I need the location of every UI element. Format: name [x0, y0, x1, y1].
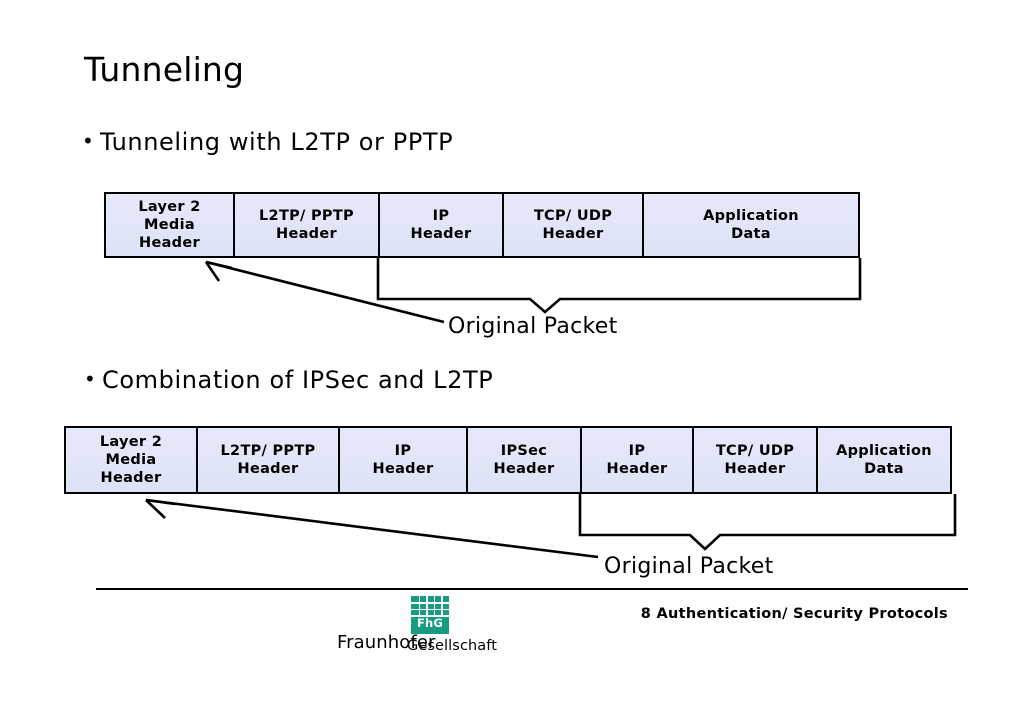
cell-line: Media [105, 451, 157, 468]
fraunhofer-logo: FhG Fraunhofer Gesellschaft [337, 596, 537, 656]
packet-cell-ip-header-inner: IP Header [582, 428, 694, 492]
original-packet-bracket-2 [578, 494, 957, 551]
brand-gesellschaft: Gesellschaft [407, 638, 498, 654]
bullet-marker-icon: • [84, 367, 97, 391]
cell-line: IP [394, 442, 412, 459]
original-packet-caption-1: Original Packet [448, 314, 618, 339]
packet-diagram-2: Layer 2 Media Header L2TP/ PPTP Header I… [64, 426, 952, 494]
packet-cell-l2tp-pptp-header: L2TP/ PPTP Header [198, 428, 340, 492]
cell-line: Header [276, 226, 337, 242]
cell-line: L2TP/ PPTP [220, 442, 316, 459]
packet-cell-layer2-media-header: Layer 2 Media Header [106, 194, 235, 256]
original-packet-bracket-1 [376, 258, 862, 314]
cell-line: IP [432, 207, 450, 224]
bullet-label-2: Combination of IPSec and L2TP [102, 366, 494, 394]
packet-cell-application-data: Application Data [644, 194, 858, 256]
packet-cell-ip-header: IP Header [380, 194, 504, 256]
cell-line: Header [724, 461, 786, 477]
cell-line: Header [237, 461, 299, 477]
packet-cell-tcp-udp-header: TCP/ UDP Header [694, 428, 818, 492]
cell-line: Application [703, 207, 799, 224]
cell-line: Media [144, 216, 195, 233]
cell-line: Header [372, 461, 434, 477]
original-packet-caption-2: Original Packet [604, 554, 774, 579]
packet-cell-ipsec-header: IPSec Header [468, 428, 582, 492]
cell-line: Header [139, 235, 200, 252]
cell-line: Header [542, 226, 604, 242]
cell-line: L2TP/ PPTP [259, 207, 354, 224]
cell-line: TCP/ UDP [533, 207, 613, 224]
footer-note: 8 Authentication/ Security Protocols [640, 606, 948, 622]
cell-line: Data [864, 461, 904, 477]
cell-line: Header [100, 470, 162, 487]
packet-cell-application-data: Application Data [818, 428, 950, 492]
packet-cell-ip-header-outer: IP Header [340, 428, 468, 492]
cell-line: IPSec [500, 442, 548, 459]
cell-line: Header [493, 461, 555, 477]
packet-cell-layer2-media-header: Layer 2 Media Header [66, 428, 198, 492]
bullet-item-1: •Tunneling with L2TP or PPTP [82, 128, 453, 156]
fhg-mark-icon: FhG [411, 596, 449, 634]
bullet-label-1: Tunneling with L2TP or PPTP [100, 128, 454, 156]
packet-cell-tcp-udp-header: TCP/ UDP Header [504, 194, 644, 256]
footer-divider [96, 588, 968, 590]
fhg-mark-label: FhG [416, 616, 444, 630]
cell-line: Header [410, 226, 472, 242]
cell-line: Header [606, 461, 668, 477]
cell-line: Layer 2 [138, 198, 201, 215]
packet-diagram-1: Layer 2 Media Header L2TP/ PPTP Header I… [104, 192, 860, 258]
original-packet-leader-arrow-2 [145, 498, 599, 559]
packet-cell-l2tp-pptp-header: L2TP/ PPTP Header [235, 194, 380, 256]
brand-fraunhofer: Fraunhofer [337, 632, 436, 653]
page-title: Tunneling [84, 50, 245, 89]
bullet-marker-icon: • [82, 129, 95, 153]
cell-line: Layer 2 [99, 433, 163, 450]
bullet-item-2: •Combination of IPSec and L2TP [84, 366, 493, 394]
cell-line: Application [836, 442, 932, 459]
cell-line: TCP/ UDP [715, 442, 795, 459]
cell-line: Data [731, 226, 771, 242]
original-packet-leader-arrow-1 [204, 260, 445, 324]
cell-line: IP [628, 442, 646, 459]
